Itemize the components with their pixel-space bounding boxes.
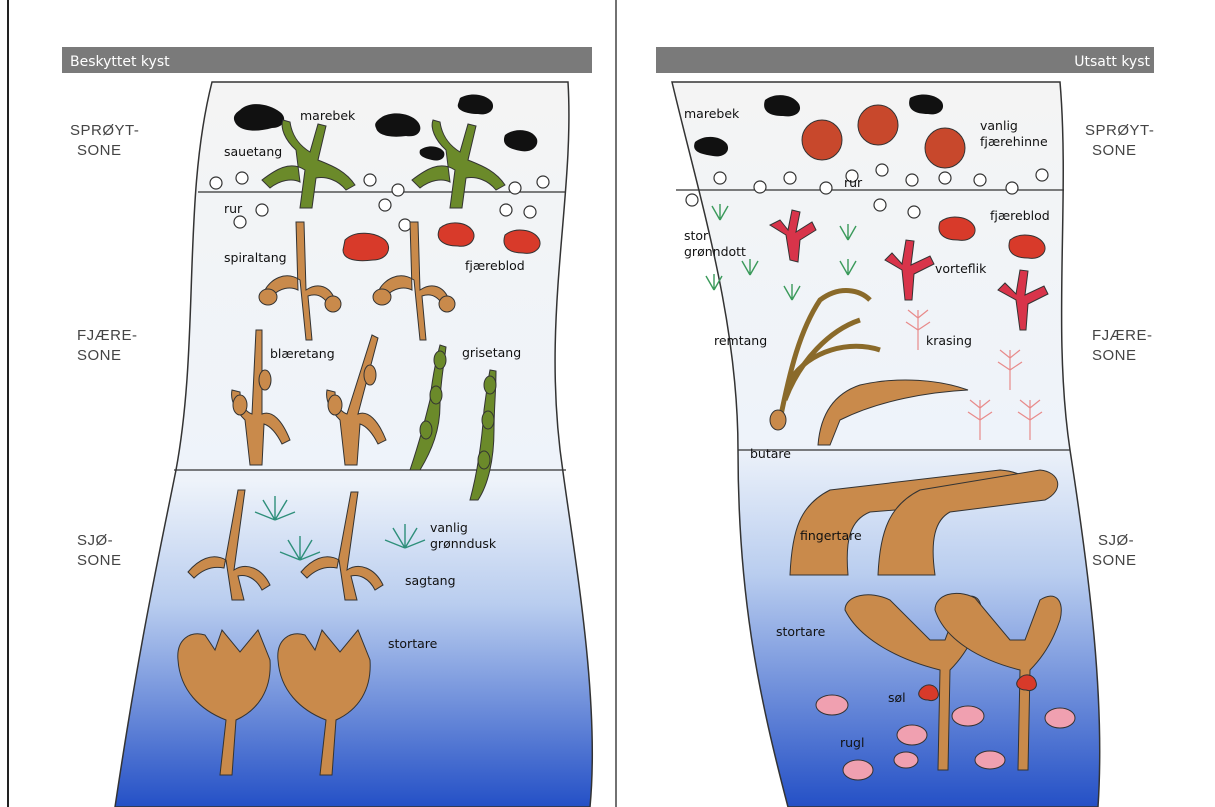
label-vorteflik: vorteflik bbox=[935, 261, 987, 276]
label-spiraltang: spiraltang bbox=[224, 250, 287, 265]
label-sagtang: sagtang bbox=[405, 573, 456, 588]
right-zone-splash: SPRØYT- bbox=[1085, 122, 1154, 139]
left-zone-splash: SPRØYT- bbox=[70, 122, 139, 139]
label-stortare: stortare bbox=[388, 636, 438, 651]
label-krasing: krasing bbox=[926, 333, 972, 348]
label-gronndusk: grønndusk bbox=[430, 536, 497, 551]
left-zone-littoral: FJÆRE- bbox=[77, 327, 138, 344]
label-blaeretang: blæretang bbox=[270, 346, 335, 361]
label-sauetang: sauetang bbox=[224, 144, 282, 159]
left-zone-sea: SJØ- bbox=[77, 532, 113, 549]
left-zone-sea-2: SONE bbox=[77, 552, 122, 569]
label-marebek: marebek bbox=[300, 108, 356, 123]
remtang-holdfast-icon bbox=[770, 410, 786, 430]
right-header-title: Utsatt kyst bbox=[1074, 54, 1150, 70]
right-panel: Utsatt kyst SPRØYT- SONE FJÆRE- SONE SJØ… bbox=[656, 47, 1154, 807]
right-zone-littoral: FJÆRE- bbox=[1092, 327, 1153, 344]
right-zone-splash-2: SONE bbox=[1092, 142, 1137, 159]
label-remtang: remtang bbox=[714, 333, 767, 348]
left-header-title: Beskyttet kyst bbox=[70, 54, 170, 70]
right-zone-littoral-2: SONE bbox=[1092, 347, 1137, 364]
label-grisetang: grisetang bbox=[462, 345, 521, 360]
label-butare: butare bbox=[750, 446, 791, 461]
label-vanlig: vanlig bbox=[430, 520, 468, 535]
fjaereblod-icon bbox=[343, 233, 389, 260]
label-fjaereblod: fjæreblod bbox=[990, 208, 1050, 223]
left-zone-splash-2: SONE bbox=[77, 142, 122, 159]
label-sol: søl bbox=[888, 690, 906, 705]
label-rugl: rugl bbox=[840, 735, 864, 750]
label-stortare: stortare bbox=[776, 624, 826, 639]
left-panel: Beskyttet kyst SPRØYT- SONE FJÆRE- SONE … bbox=[62, 47, 592, 807]
label-fjaerehinne: fjærehinne bbox=[980, 134, 1048, 149]
label-gronndott: grønndott bbox=[684, 244, 746, 259]
left-zone-littoral-2: SONE bbox=[77, 347, 122, 364]
label-rur: rur bbox=[844, 175, 863, 190]
label-rur: rur bbox=[224, 201, 243, 216]
label-stor: stor bbox=[684, 228, 709, 243]
label-fjaereblod: fjæreblod bbox=[465, 258, 525, 273]
fjaereblod-icon bbox=[438, 223, 474, 246]
label-fingertare: fingertare bbox=[800, 528, 862, 543]
right-zone-sea: SJØ- bbox=[1098, 532, 1134, 549]
right-zone-sea-2: SONE bbox=[1092, 552, 1137, 569]
right-shore-band bbox=[672, 82, 1100, 807]
label-vanlig: vanlig bbox=[980, 118, 1018, 133]
label-marebek: marebek bbox=[684, 106, 740, 121]
